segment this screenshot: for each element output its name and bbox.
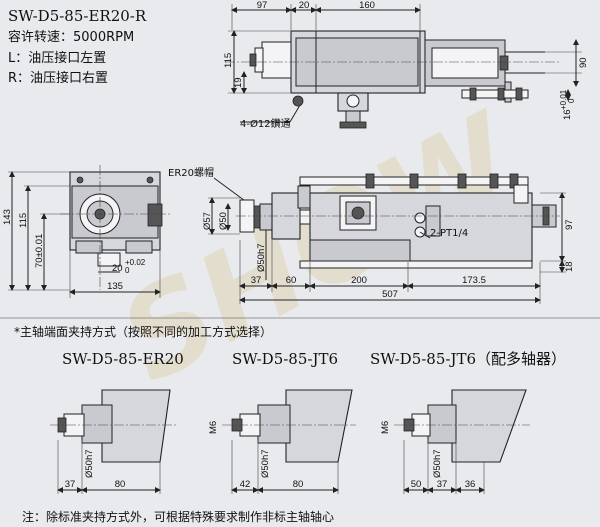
variant-jt6-title: SW-D5-85-JT6	[232, 350, 338, 368]
front-view: 143 115 70±0.01 135 20 +0.02 0	[2, 165, 172, 298]
dim-18-side: 18	[564, 261, 575, 272]
variant-jt6-multi-dia: Ø50h7	[432, 449, 443, 478]
dim-60-side: 60	[286, 275, 297, 286]
dim-200-side: 200	[351, 275, 367, 286]
dim-173-side: 173.5	[462, 275, 486, 286]
variant-jt6-multi-m6: M6	[380, 421, 391, 434]
variant-jt6-multi-title: SW-D5-85-JT6（配多轴器）	[370, 350, 566, 368]
dim-50-side: Ø50	[218, 212, 229, 230]
dim-90-top: 90	[578, 57, 589, 68]
dim-57-side: Ø57	[202, 212, 213, 230]
speed-label: 容许转速：5000RPM	[8, 29, 134, 45]
dim-135-front: 135	[107, 281, 123, 292]
dim-115-top: 115	[223, 53, 234, 68]
dim-20-front-tol-hi: +0.02	[125, 258, 146, 267]
dim-115-front: 115	[18, 213, 29, 228]
dim-50h7-side: Ø50h7	[256, 243, 267, 272]
dim-16-tol-hi: +0.01	[559, 89, 568, 110]
variant-er20-title: SW-D5-85-ER20	[62, 350, 184, 368]
dim-20-front-tol-lo: 0	[125, 266, 130, 275]
dim-20-top: 20	[299, 0, 310, 11]
left-port-label: L：油压接口左置	[8, 50, 106, 66]
variant-jt6-dia: Ø50h7	[260, 449, 271, 478]
nut-label: ER20螺帽	[168, 166, 214, 179]
dim-70-front: 70±0.01	[34, 234, 45, 268]
variant-jt6-multi-dim-50: 50	[411, 479, 422, 490]
variant-jt6-dim-42: 42	[240, 479, 251, 490]
footer-note: 注：除标准夹持方式外，可根据特殊要求制作非标主轴轴心	[22, 509, 334, 524]
side-view: ER20螺帽 Ø57 Ø	[168, 166, 575, 304]
top-view: 97 20 160 115 19	[223, 0, 589, 130]
dim-507-side: 507	[382, 289, 398, 300]
variant-er20: SW-D5-85-ER20 37 80 Ø50h7	[50, 350, 184, 494]
variant-jt6: SW-D5-85-JT6 M6 42 80 Ø50h7	[208, 350, 356, 494]
variant-jt6-multi: SW-D5-85-JT6（配多轴器） M6 50 37 36 Ø50h7	[370, 350, 566, 494]
variant-jt6-multi-dim-36: 36	[465, 479, 476, 490]
dim-160-top: 160	[359, 0, 375, 11]
variant-er20-dim-37: 37	[65, 479, 76, 490]
port-note: 2-PT1/4	[430, 228, 468, 239]
dim-143-front: 143	[2, 209, 13, 225]
dim-19-top: 19	[233, 77, 244, 88]
variant-jt6-dim-80: 80	[293, 479, 304, 490]
variant-jt6-multi-dim-37: 37	[437, 479, 448, 490]
dim-16-tol-lo: 0	[567, 98, 576, 103]
dim-20-front: 20	[112, 263, 123, 274]
variant-er20-dim-80: 80	[115, 479, 126, 490]
hole-note: 4-Ø12鑽通	[240, 117, 291, 130]
model-title: SW-D5-85-ER20-R	[8, 7, 147, 25]
section-title: *主轴端面夹持方式（按照不同的加工方式选择）	[14, 324, 272, 339]
variant-jt6-m6: M6	[208, 421, 219, 434]
dim-37-side: 37	[251, 275, 262, 286]
dim-97-side: 97	[564, 219, 575, 230]
variant-er20-dia: Ø50h7	[84, 449, 95, 478]
dim-16-top: 16	[562, 109, 573, 120]
dim-97-top: 97	[257, 0, 268, 11]
right-port-label: R：油压接口右置	[8, 70, 108, 86]
